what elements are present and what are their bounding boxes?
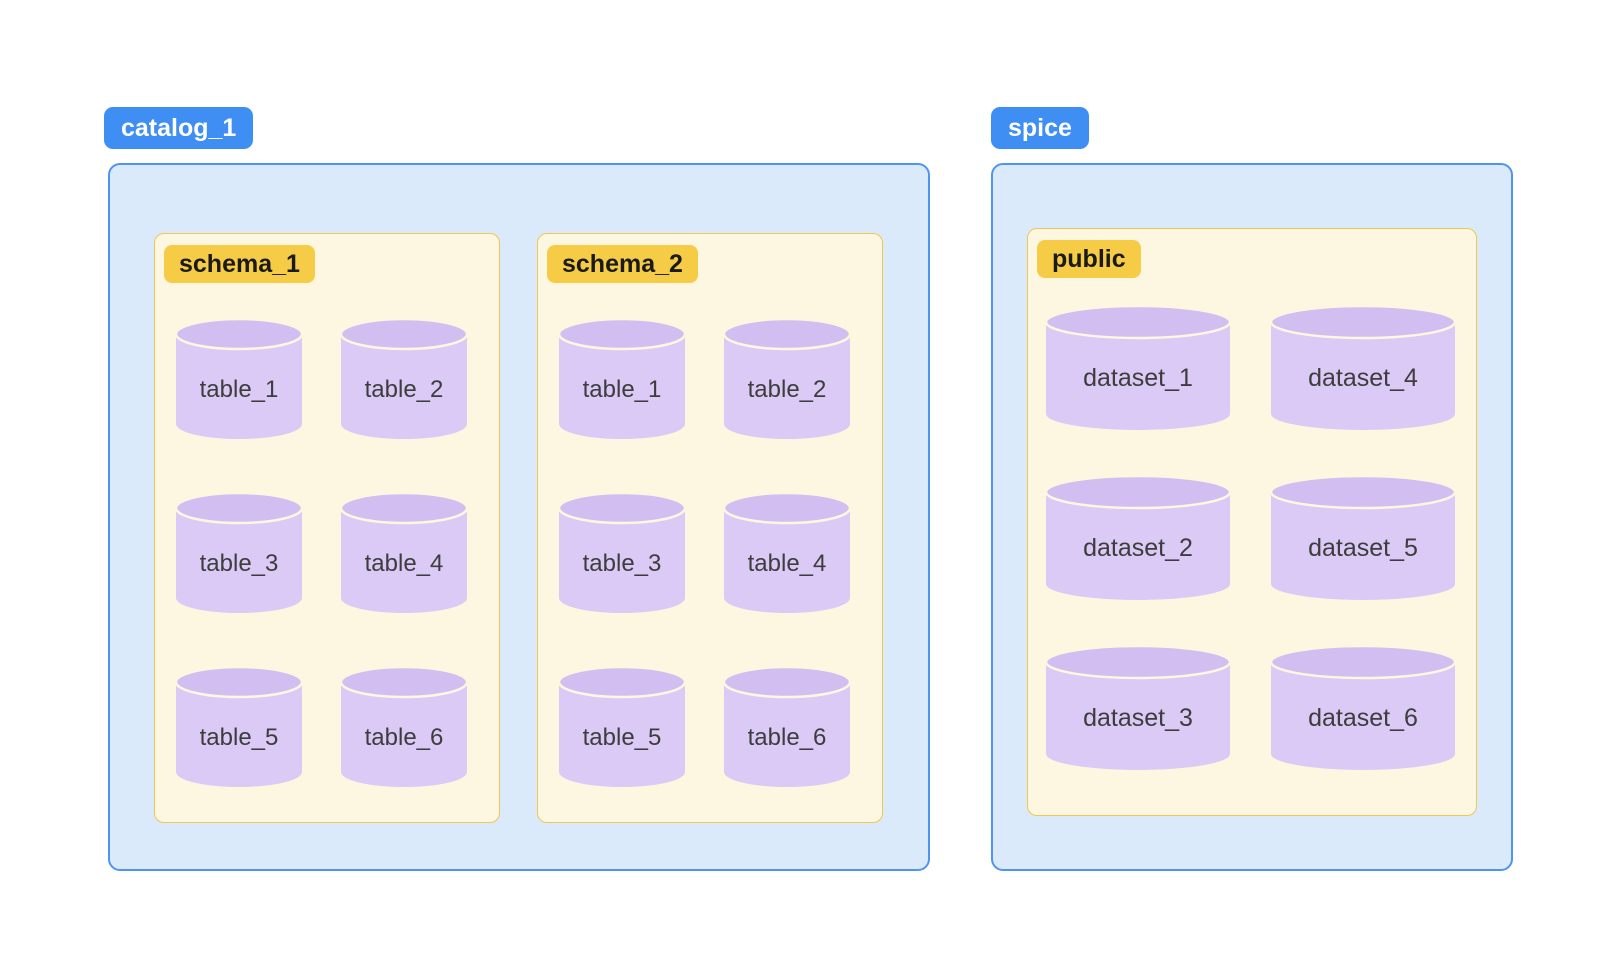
table-cylinder: table_5 [174,665,304,788]
database-cylinder-icon [722,317,852,439]
database-cylinder-icon [1269,304,1457,430]
database-cylinder-icon [174,317,304,439]
dataset-name: dataset_6 [1308,703,1418,732]
dataset-name: dataset_5 [1308,533,1418,562]
table-cylinder: table_6 [722,665,852,788]
database-cylinder-icon [1269,644,1457,770]
public-schema-label: public [1037,240,1141,278]
dataset-cylinder: dataset_4 [1269,304,1457,431]
table-cylinder: table_3 [557,491,687,614]
table-cylinder: table_1 [557,317,687,440]
schema-2-table-grid: table_1 table_2 table_3 [557,317,852,788]
database-cylinder-icon [557,317,687,439]
table-cylinder: table_2 [339,317,469,440]
table-name: table_1 [582,376,662,403]
table-name: table_2 [364,376,444,403]
database-cylinder-icon [1044,304,1232,430]
table-cylinder: table_4 [339,491,469,614]
schema-2-label: schema_2 [547,245,698,283]
table-cylinder: table_4 [722,491,852,614]
dataset-cylinder: dataset_3 [1044,644,1232,771]
table-name: table_6 [747,724,827,751]
database-cylinder-icon [557,665,687,787]
dataset-cylinder: dataset_1 [1044,304,1232,431]
catalog-label: catalog_1 [104,107,254,149]
dataset-name: dataset_3 [1083,703,1193,732]
table-cylinder: table_5 [557,665,687,788]
database-cylinder-icon [339,491,469,613]
table-name: table_5 [582,724,662,751]
database-cylinder-icon [174,491,304,613]
dataset-cylinder: dataset_6 [1269,644,1457,771]
database-cylinder-icon [722,665,852,787]
database-cylinder-icon [1044,474,1232,600]
table-name: table_5 [199,724,279,751]
table-name: table_3 [582,550,662,577]
schema-2-container: schema_2 table_1 table_2 [537,233,883,823]
table-name: table_6 [364,724,444,751]
database-cylinder-icon [722,491,852,613]
public-schema-container: public dataset_1 dataset_4 [1027,228,1477,816]
schema-1-container: schema_1 table_1 table_2 [154,233,500,823]
dataset-name: dataset_2 [1083,533,1193,562]
table-name: table_1 [199,376,279,403]
schema-1-label: schema_1 [164,245,315,283]
table-cylinder: table_3 [174,491,304,614]
table-name: table_3 [199,550,279,577]
database-cylinder-icon [339,317,469,439]
dataset-cylinder: dataset_5 [1269,474,1457,601]
schema-1-table-grid: table_1 table_2 table_3 [174,317,469,788]
dataset-name: dataset_1 [1083,363,1193,392]
table-cylinder: table_1 [174,317,304,440]
database-cylinder-icon [557,491,687,613]
dataset-name: dataset_4 [1308,363,1418,392]
table-cylinder: table_6 [339,665,469,788]
spice-container: public dataset_1 dataset_4 [991,163,1513,871]
database-cylinder-icon [1269,474,1457,600]
database-cylinder-icon [1044,644,1232,770]
table-name: table_4 [747,550,827,577]
table-name: table_4 [364,550,444,577]
dataset-cylinder: dataset_2 [1044,474,1232,601]
database-cylinder-icon [174,665,304,787]
public-dataset-grid: dataset_1 dataset_4 dataset_2 [1044,304,1457,771]
table-name: table_2 [747,376,827,403]
table-cylinder: table_2 [722,317,852,440]
catalog-container: schema_1 table_1 table_2 [108,163,930,871]
spice-label: spice [991,107,1089,149]
database-cylinder-icon [339,665,469,787]
